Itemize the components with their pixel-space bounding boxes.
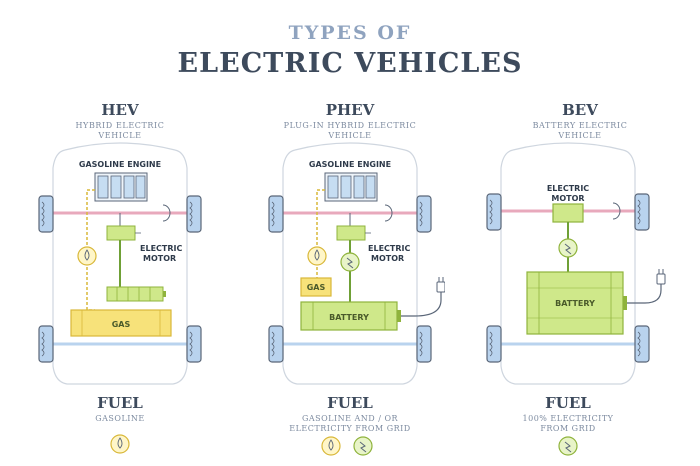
hev-car-body	[52, 142, 188, 385]
phev-motor-label-2: MOTOR	[371, 254, 404, 263]
phev-fuel-desc: GASOLINE AND / OR ELECTRICITY FROM GRID	[289, 414, 411, 433]
hev-abbr: HEV	[101, 101, 139, 119]
phev-abbr: PHEV	[325, 101, 375, 119]
plug-icon	[353, 436, 373, 456]
title-line-1: TYPES OF	[288, 22, 412, 44]
hev-gas-label: GAS	[112, 320, 131, 329]
phev-full-name: PLUG-IN HYBRID ELECTRIC VEHICLE	[283, 121, 417, 140]
hev-full-name: HYBRID ELECTRIC VEHICLE	[75, 121, 165, 140]
hev-fuel-heading: FUEL	[97, 394, 143, 412]
drop-icon	[110, 434, 130, 454]
hev-fuel-icons	[110, 434, 130, 454]
bev-wheels	[486, 193, 650, 363]
bev-car-body	[500, 142, 636, 385]
hev-gas-tank: GAS	[70, 309, 172, 337]
phev-charging-plug	[436, 277, 445, 293]
phev-motor-label-1: ELECTRIC	[368, 244, 410, 253]
bev-motor-label-2: MOTOR	[551, 194, 584, 203]
bev-battery-label: BATTERY	[555, 299, 595, 308]
phev-wheels	[268, 195, 432, 363]
bev-fuel-desc: 100% ELECTRICITY FROM GRID	[522, 414, 614, 433]
phev-battery-label: BATTERY	[329, 313, 369, 322]
phev-engine-label: GASOLINE ENGINE	[309, 160, 391, 169]
hev-column: HEV HYBRID ELECTRIC VEHICLE GASOLINE ENG…	[25, 0, 215, 466]
phev-gas-label: GAS	[307, 283, 326, 292]
hev-motor-label-1: ELECTRIC	[140, 244, 182, 253]
hev-fuel-desc: GASOLINE	[95, 414, 145, 423]
phev-gas-tank	[300, 277, 332, 297]
plug-icon	[558, 436, 578, 456]
hev-engine-label: GASOLINE ENGINE	[79, 160, 161, 169]
bev-motor-label-1: ELECTRIC	[547, 184, 589, 193]
phev-diagram: GASOLINE ENGINE GAS ELECTRIC MOTOR	[268, 142, 445, 385]
bev-charging-plug	[656, 269, 666, 285]
hev-motor-label-2: MOTOR	[143, 254, 176, 263]
bev-full-name: BATTERY ELECTRIC VEHICLE	[532, 121, 628, 140]
hev-battery	[106, 286, 166, 302]
hev-diagram: GASOLINE ENGINE ELECTRIC MOTOR	[38, 142, 202, 385]
hev-engine	[94, 172, 148, 202]
bev-column: BEV BATTERY ELECTRIC VEHICLE ELECTRIC MO…	[485, 0, 675, 466]
bev-fuel-heading: FUEL	[545, 394, 591, 412]
phev-car-body	[282, 142, 418, 385]
plug-icon	[558, 238, 578, 258]
bev-battery: BATTERY	[526, 271, 627, 335]
plug-icon	[340, 252, 360, 272]
bev-fuel-icons	[558, 436, 578, 456]
bev-diagram: ELECTRIC MOTOR BATTERY	[486, 142, 666, 385]
phev-battery: BATTERY	[300, 301, 401, 331]
bev-abbr: BEV	[562, 101, 598, 119]
phev-fuel-icons	[321, 436, 373, 456]
phev-engine	[324, 172, 378, 202]
drop-icon	[321, 436, 341, 456]
hev-wheels	[38, 195, 202, 363]
title-line-2: ELECTRIC VEHICLES	[177, 48, 523, 79]
phev-fuel-heading: FUEL	[327, 394, 373, 412]
phev-column: PHEV PLUG-IN HYBRID ELECTRIC VEHICLE GAS…	[255, 0, 445, 466]
